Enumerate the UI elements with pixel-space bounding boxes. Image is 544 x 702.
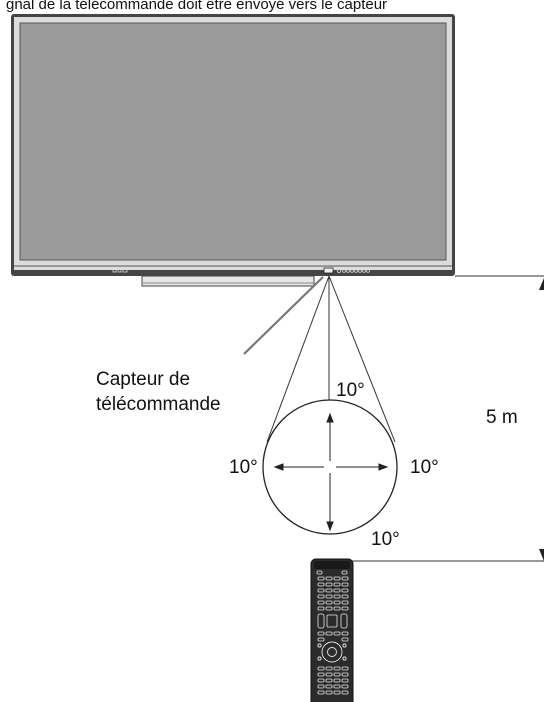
arrow-right-head <box>378 463 389 471</box>
display-left-buttons <box>112 268 128 273</box>
header-text-fragment: gnal de la télécommande doit être envoyé… <box>6 0 387 13</box>
arrow-up-head <box>326 412 334 423</box>
arrow-down-head <box>326 521 334 532</box>
angle-label-top: 10° <box>336 380 365 401</box>
remote-lower-buttons <box>317 666 349 695</box>
remote-control-icon <box>310 558 354 702</box>
angle-label-left: 10° <box>229 457 258 478</box>
remote-power-buttons <box>316 570 348 575</box>
arrow-left-head <box>273 463 284 471</box>
remote-dpad-icon <box>317 641 347 663</box>
sensor-label-line2: télécommande <box>96 394 221 415</box>
remote-top-band <box>314 561 350 569</box>
display-stand-icon <box>141 275 315 287</box>
angle-arrows <box>273 412 389 532</box>
reception-cone <box>266 275 396 443</box>
distance-label: 5 m <box>486 407 518 428</box>
sensor-label-line1: Capteur de <box>96 369 190 390</box>
reception-area-circle <box>262 399 398 535</box>
remote-rockers <box>317 613 348 629</box>
remote-mid-buttons <box>317 631 349 642</box>
distance-arrow-bottom-head <box>539 549 544 561</box>
angle-label-bottom: 10° <box>371 529 400 550</box>
distance-arrow-top-head <box>539 278 544 290</box>
angle-label-right: 10° <box>410 457 439 478</box>
remote-sensor-window <box>323 267 334 274</box>
display-screen <box>19 22 447 261</box>
interactive-display-icon <box>11 14 455 276</box>
remote-button-grid <box>317 576 349 611</box>
sensor-leader-line <box>243 276 324 355</box>
display-right-buttons <box>336 268 370 273</box>
